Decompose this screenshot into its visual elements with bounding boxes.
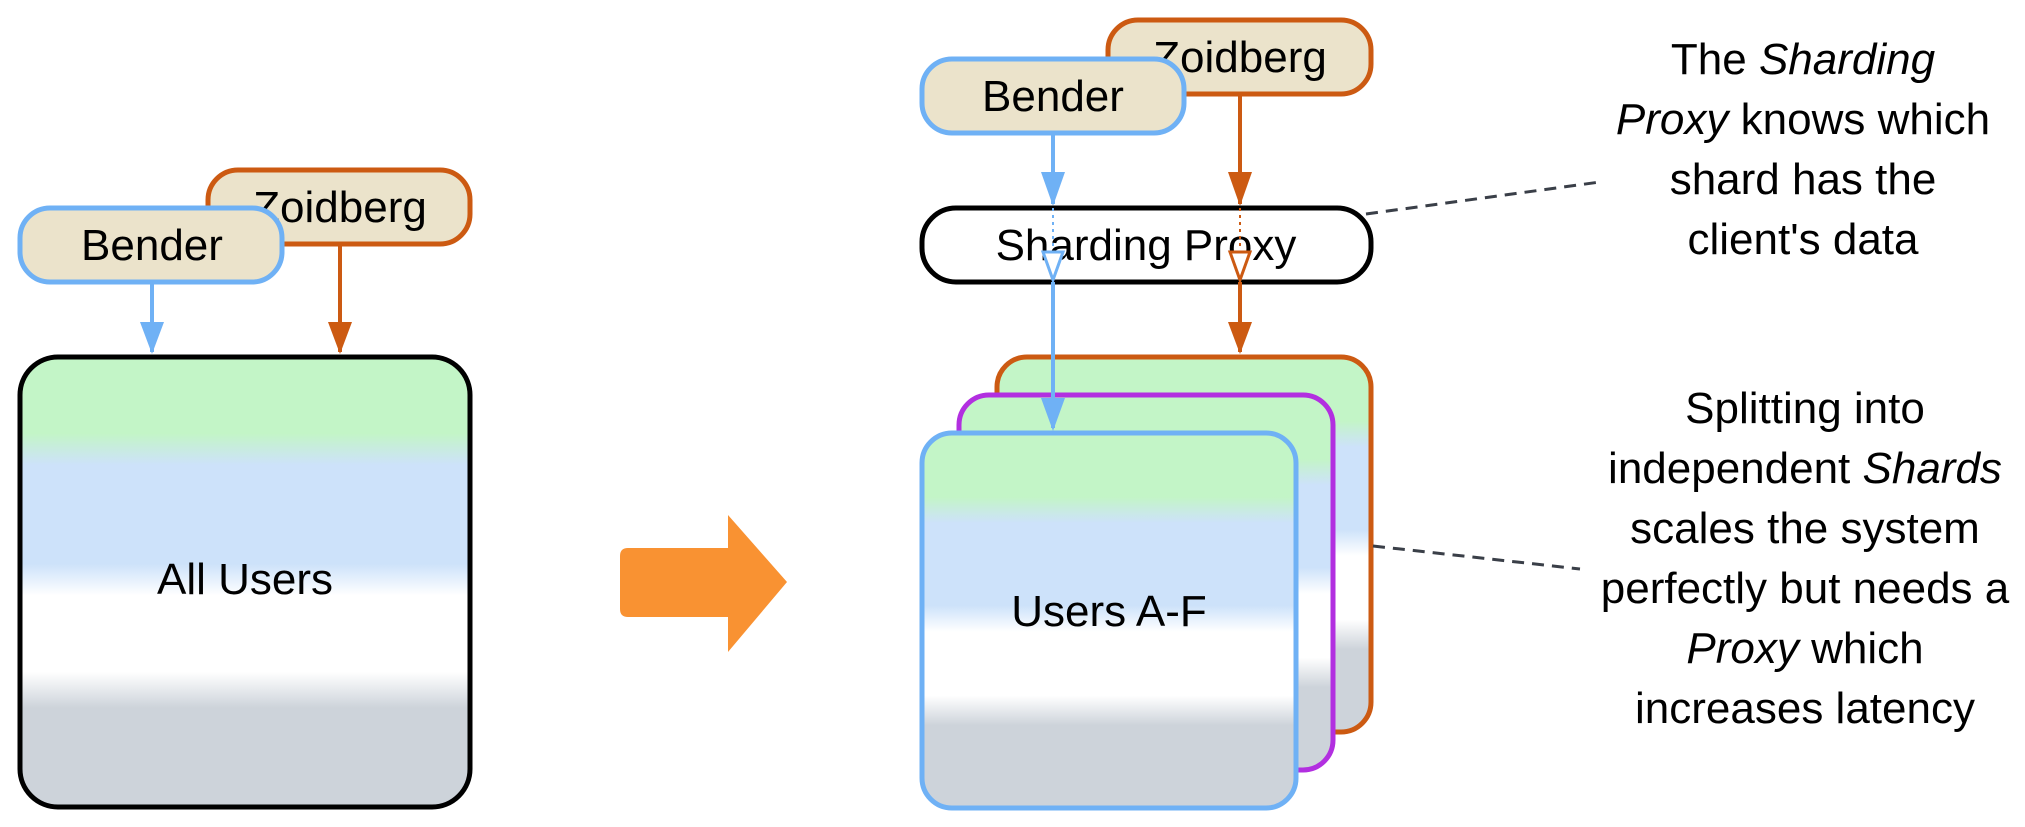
zoidberg-routing-hollow-arrow-icon xyxy=(1227,250,1253,285)
right-side: Users A-F Zoidberg Bender Sharding Proxy xyxy=(919,17,1601,811)
left-client-zoidberg-label: Zoidberg xyxy=(253,183,427,232)
shard-front: Users A-F xyxy=(919,430,1299,811)
proxy-note-text-1: The xyxy=(1670,35,1759,84)
shard-note-text-3: which increases latency xyxy=(1635,624,1975,733)
all-users-store: All Users xyxy=(17,354,473,810)
shard-note-italic-2: Proxy xyxy=(1686,624,1799,673)
bender-to-proxy-arrow-head xyxy=(1041,172,1065,206)
proxy-note-connector xyxy=(1365,180,1601,216)
shard-note-text-1: Splitting into independent xyxy=(1608,384,1925,493)
left-zoidberg-arrow-head xyxy=(328,322,352,354)
proxy-to-shard-back-arrow-head xyxy=(1228,322,1252,354)
proxy-note-text-2: knows which shard has the client's data xyxy=(1669,95,1991,264)
shard-note-text-2: scales the system perfectly but needs a xyxy=(1600,504,2010,613)
left-client-bender-label: Bender xyxy=(81,221,223,270)
shard-note: Splitting into independent Shards scales… xyxy=(1590,379,2020,739)
left-client-bender: Bender xyxy=(17,205,285,285)
proxy-note: The Sharding Proxy knows which shard has… xyxy=(1608,30,1998,270)
proxy-to-shard-af-arrow-head xyxy=(1041,398,1065,431)
bender-routing-hollow-arrow-icon xyxy=(1040,250,1066,285)
shard-note-connector xyxy=(1372,544,1581,571)
proxy-note-italic-1: Sharding xyxy=(1758,35,1936,84)
proxy-note-italic-2: Proxy xyxy=(1615,95,1729,144)
shard-note-italic-1: Shards xyxy=(1862,444,2002,493)
shard-front-label: Users A-F xyxy=(1011,587,1207,636)
right-client-bender-label: Bender xyxy=(982,72,1124,121)
left-side: Zoidberg Bender All Users xyxy=(17,167,473,810)
sharding-proxy: Sharding Proxy xyxy=(919,205,1374,285)
sharding-proxy-label: Sharding Proxy xyxy=(996,221,1297,270)
all-users-label: All Users xyxy=(157,555,333,604)
left-bender-arrow-head xyxy=(140,322,164,354)
right-client-bender: Bender xyxy=(919,56,1187,136)
transition-arrow-icon xyxy=(620,515,787,652)
zoidberg-to-proxy-arrow-head xyxy=(1228,172,1252,206)
